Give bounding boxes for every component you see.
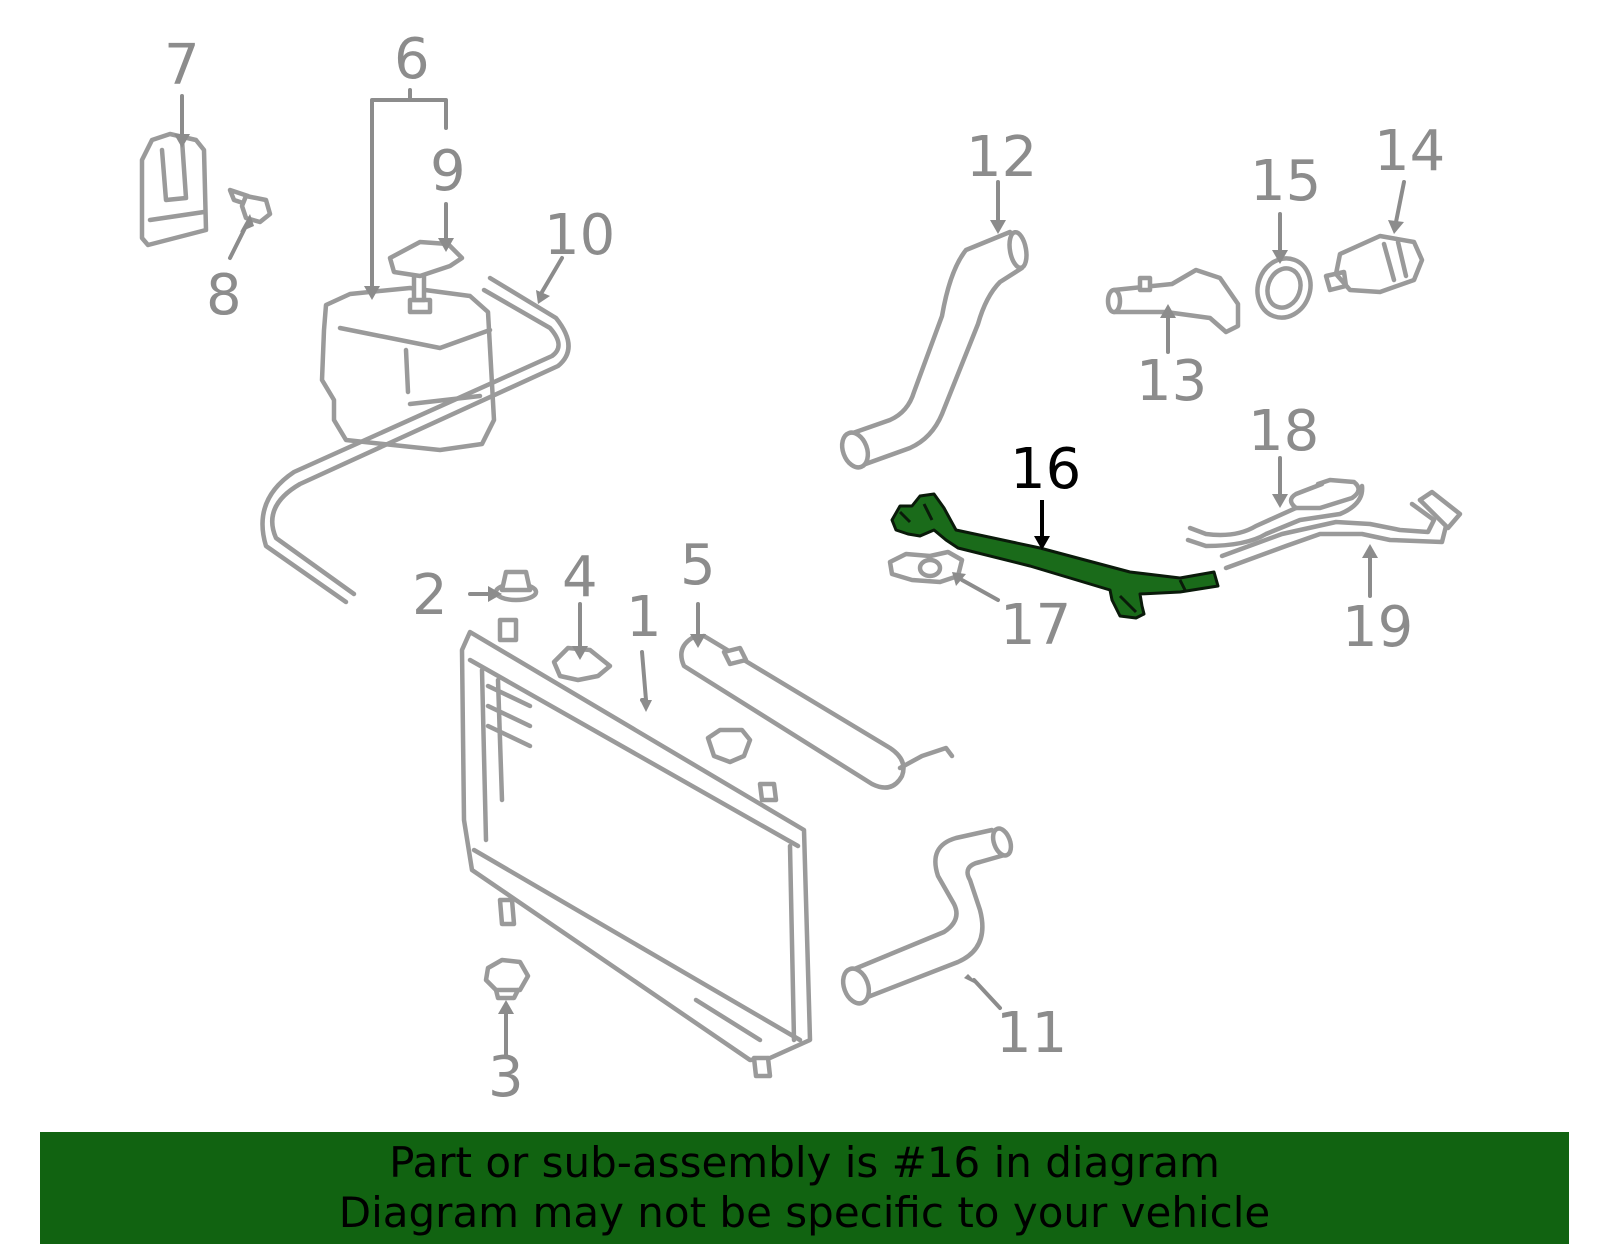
part-18-hose[interactable] (1185, 477, 1365, 549)
callout-16: 16 (1010, 437, 1081, 502)
callout-9: 9 (430, 139, 466, 204)
callout-1: 1 (626, 585, 662, 650)
part-19-hose[interactable] (1219, 489, 1463, 571)
banner-line-1: Part or sub-assembly is #16 in diagram (389, 1138, 1220, 1187)
callout-8: 8 (206, 263, 242, 328)
callout-5: 5 (680, 533, 716, 598)
callout-4: 4 (562, 545, 598, 610)
leader-14 (1394, 180, 1406, 224)
callout-10: 10 (544, 203, 615, 268)
radiator-outlet (705, 727, 753, 765)
part-17-gasket[interactable] (887, 549, 965, 585)
part-15-gasket[interactable] (1249, 251, 1318, 325)
part-4-radiator-cap[interactable] (551, 645, 613, 683)
part-9-cap[interactable] (387, 239, 465, 315)
callout-3: 3 (488, 1045, 524, 1110)
part-10-overflow-hose[interactable] (260, 275, 571, 605)
part-8-bolt[interactable] (227, 187, 273, 225)
leader-17 (960, 578, 1000, 602)
part-13-water-outlet[interactable] (1105, 267, 1241, 335)
banner-line-2: Diagram may not be specific to your vehi… (338, 1188, 1271, 1237)
leader-10 (540, 256, 564, 294)
part-1-radiator[interactable] (459, 617, 813, 1079)
part-7-bracket[interactable] (139, 131, 209, 248)
leader-1 (640, 650, 648, 702)
callout-11: 11 (996, 1001, 1067, 1066)
part-2-cap[interactable] (493, 569, 539, 603)
part-16-water-pipe-highlighted[interactable] (890, 492, 1220, 620)
leader-6 (370, 88, 448, 290)
callout-14: 14 (1374, 119, 1445, 184)
callout-12: 12 (966, 125, 1037, 190)
info-banner: Part or sub-assembly is #16 in diagram D… (40, 1132, 1569, 1244)
part-11-lower-hose[interactable] (839, 826, 1015, 1007)
callout-17: 17 (1000, 593, 1071, 658)
callout-2: 2 (412, 563, 448, 628)
part-3-drain-plug[interactable] (483, 957, 531, 1001)
callout-13: 13 (1136, 349, 1207, 414)
callout-18: 18 (1248, 399, 1319, 464)
part-14-thermostat[interactable] (1323, 233, 1425, 295)
part-5-tube[interactable] (679, 633, 955, 790)
callout-19: 19 (1342, 595, 1413, 660)
callout-6: 6 (394, 27, 430, 92)
leader-8 (228, 224, 248, 260)
callout-15: 15 (1250, 149, 1321, 214)
callout-7: 7 (164, 33, 200, 98)
part-12-upper-hose[interactable] (838, 229, 1029, 471)
leader-lines (180, 88, 1406, 1058)
callout-labels: 1 2 3 4 5 6 7 8 9 10 11 12 13 14 15 16 1… (164, 27, 1445, 1110)
arrowheads (174, 134, 1404, 1014)
